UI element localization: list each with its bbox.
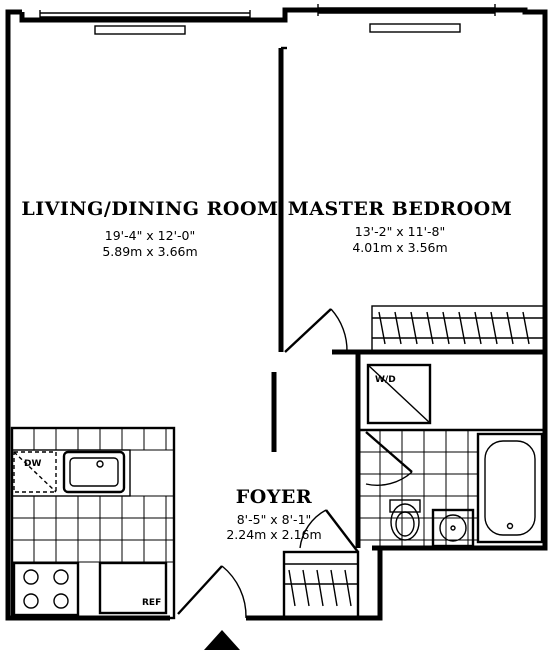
window-living [39,10,251,35]
window-bedroom [317,4,496,33]
living-room-label-group: LIVING/DINING ROOM 19'-4" x 12'-0" 5.89m… [21,198,278,259]
bathroom-sink [431,508,475,548]
living-room-metric: 5.89m x 3.66m [102,244,197,259]
stove [12,561,80,617]
bedroom-closet [371,305,546,353]
refrigerator-label: REF [142,598,161,608]
foyer-name: FOYER [236,486,312,508]
bedroom-imperial: 13'-2" x 11'-8" [355,224,445,239]
bathtub [476,432,544,544]
washer-dryer: W/D [366,363,432,425]
living-room-name: LIVING/DINING ROOM [21,198,278,220]
washer-dryer-label: W/D [375,375,396,385]
living-room-imperial: 19'-4" x 12'-0" [105,228,195,243]
bedroom-door [284,308,348,353]
foyer-label-group: FOYER 8'-5" x 8'-1" 2.24m x 2.16m [226,486,321,542]
foyer-metric: 2.24m x 2.16m [226,527,321,542]
foyer-closet [282,509,360,620]
dishwasher-label: DW [24,459,41,469]
bathroom [357,429,544,548]
north-arrow-icon [204,630,240,650]
entry-door [177,565,247,619]
interior-walls [271,46,545,548]
bedroom-metric: 4.01m x 3.56m [352,240,447,255]
dishwasher [13,451,57,493]
kitchen: DW REF [10,426,176,620]
foyer-imperial: 8'-5" x 8'-1" [237,512,312,527]
toilet-bowl [390,503,420,541]
bedroom-name: MASTER BEDROOM [288,198,512,220]
bedroom-label-group: MASTER BEDROOM 13'-2" x 11'-8" 4.01m x 3… [288,198,512,255]
refrigerator [98,561,168,615]
kitchen-sink [62,450,126,494]
